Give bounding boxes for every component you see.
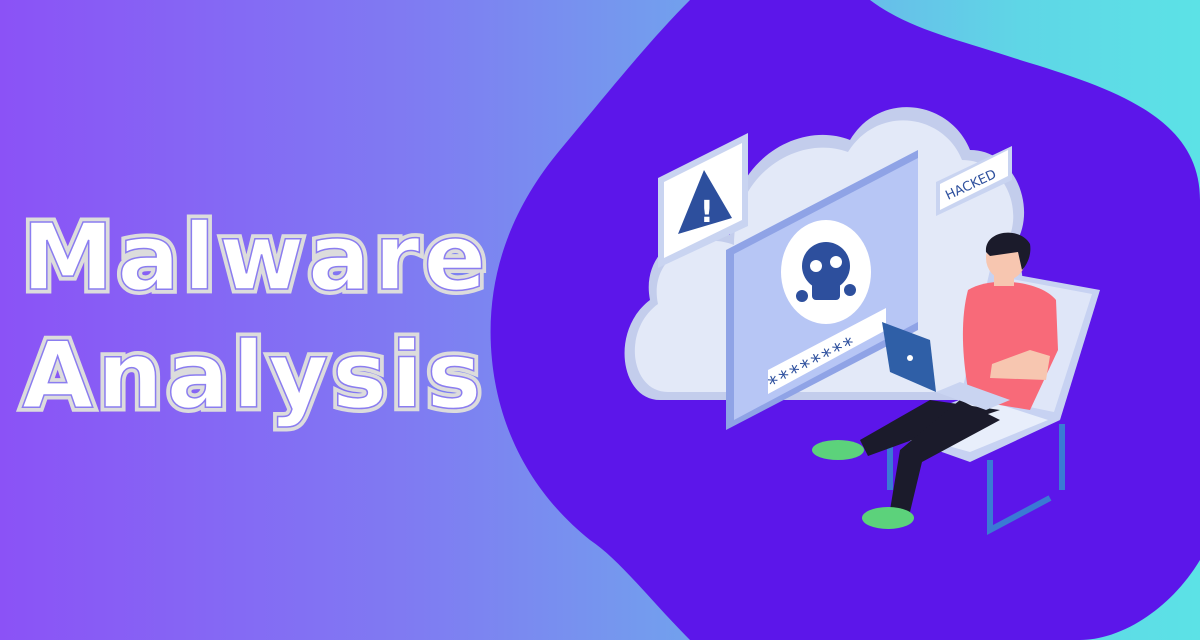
password-field bbox=[768, 308, 886, 394]
skull-icon bbox=[781, 220, 871, 324]
warning-symbol: ! bbox=[700, 195, 714, 230]
title-line-1: Malware Malware Malware bbox=[17, 204, 491, 311]
warning-card: ! bbox=[658, 133, 748, 268]
person bbox=[812, 232, 1058, 529]
title-line-2: Analysis Analysis Analysis bbox=[17, 322, 486, 429]
warning-icon: ! bbox=[678, 170, 732, 234]
